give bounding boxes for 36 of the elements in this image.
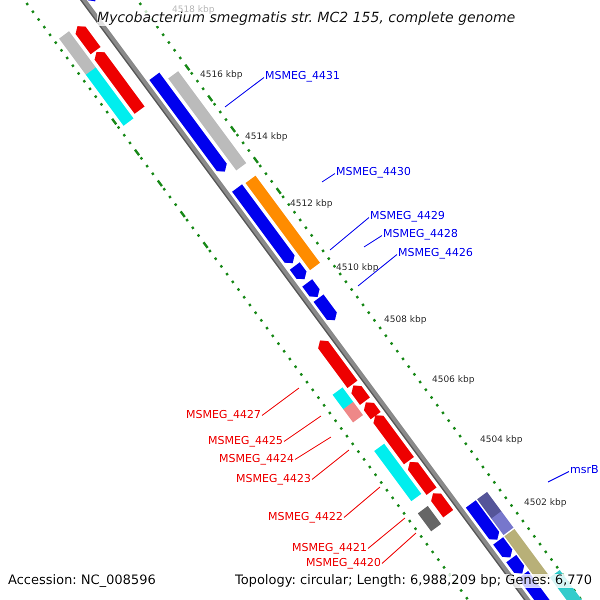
genome-summary-text: Topology: circular; Length: 6,988,209 bp; Genes: 6,770	[235, 574, 592, 588]
scale-label: 4504 kbp	[480, 435, 522, 446]
scale-label: 4506 kbp	[432, 375, 474, 386]
leader-line	[344, 486, 380, 518]
gene-label: MSMEG_4421	[292, 542, 367, 554]
leader-line	[224, 77, 264, 108]
leader-line	[548, 471, 570, 482]
leader-line	[382, 532, 416, 564]
leader-line	[364, 235, 382, 248]
leader-line	[358, 254, 398, 286]
leader-line	[294, 436, 332, 460]
gene-label: MSMEG_4428	[383, 228, 458, 240]
leader-line	[312, 450, 350, 480]
scale-label: 4516 kbp	[200, 70, 242, 80]
scale-label: 4510 kbp	[336, 263, 378, 274]
scale-label: 4502 kbp	[524, 498, 566, 508]
scale-label: 4512 kbp	[290, 199, 332, 210]
leader-line	[262, 388, 300, 416]
scale-label: 4508 kbp	[384, 315, 426, 326]
gene-label: msrB	[570, 464, 599, 476]
leader-line	[284, 416, 322, 442]
gene-label: MSMEG_4423	[236, 472, 311, 486]
leader-line	[368, 518, 406, 549]
leader-line	[322, 173, 336, 182]
gene-label: MSMEG_4430	[336, 166, 411, 178]
scale-label: 4514 kbp	[245, 132, 288, 142]
gene-label: MSMEG_4420	[306, 556, 381, 570]
gene-label: MSMEG_4427	[186, 408, 261, 422]
gene-label: MSMEG_4424	[219, 452, 294, 466]
gene-label: MSMEG_4425	[208, 434, 283, 448]
gene-label: MSMEG_4429	[370, 210, 445, 222]
gene-label: MSMEG_4422	[268, 510, 343, 524]
gene-label: MSMEG_4431	[265, 70, 340, 82]
accession-text: Accession: NC_008596	[8, 574, 156, 588]
gene-label: MSMEG_4426	[398, 246, 473, 260]
leader-line	[330, 217, 370, 250]
